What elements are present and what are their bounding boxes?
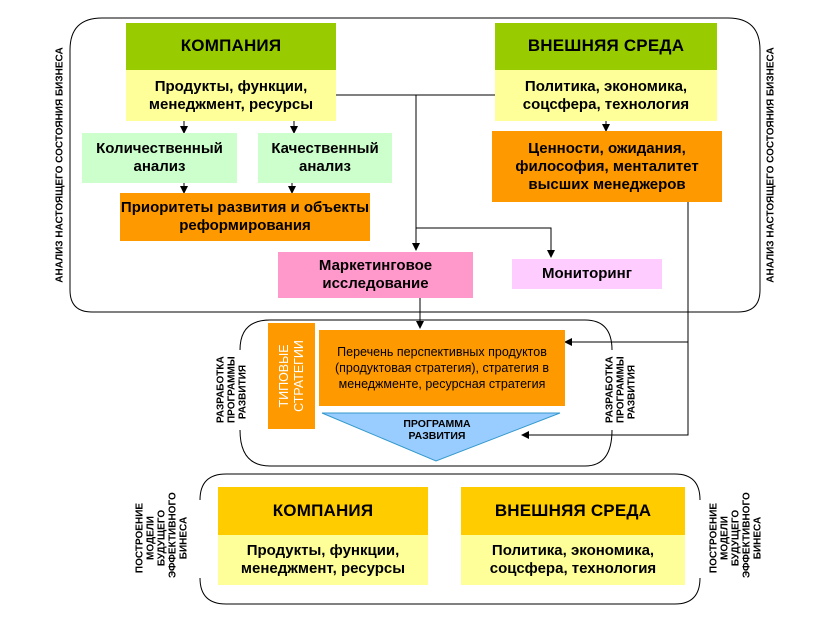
bottom-bracket <box>199 473 701 605</box>
manager-values: Ценности, ожидания, философия, менталите… <box>492 131 722 202</box>
top-bracket <box>69 17 761 313</box>
env-header: ВНЕШНЯЯ СРЕДА <box>495 23 717 70</box>
quantitative-analysis: Количественный анализ <box>82 133 237 183</box>
side-label-program-left: РАЗРАБОТКА ПРОГРАММЫ РАЗВИТИЯ <box>215 356 249 423</box>
future-company-header: КОМПАНИЯ <box>218 487 428 535</box>
future-env-body: Политика, экономика, соцсфера, технологи… <box>461 535 685 585</box>
qualitative-analysis: Качественный анализ <box>258 133 392 183</box>
side-label-program-right: РАЗРАБОТКА ПРОГРАММЫ РАЗВИТИЯ <box>604 356 638 423</box>
marketing-research: Маркетинговое исследование <box>278 252 473 298</box>
program-label: ПРОГРАММА РАЗВИТИЯ <box>403 418 471 443</box>
future-company-body: Продукты, функции, менеджмент, ресурсы <box>218 535 428 585</box>
monitoring: Мониторинг <box>512 259 662 289</box>
side-label-model-left: ПОСТРОЕНИЕ МОДЕЛИ БУДУЩЕГО ЭФФЕКТИВНОГО … <box>134 492 190 578</box>
company-header: КОМПАНИЯ <box>126 23 336 70</box>
development-priorities: Приоритеты развития и объекты реформиров… <box>120 193 370 241</box>
company-body: Продукты, функции, менеджмент, ресурсы <box>126 70 336 121</box>
future-env-header: ВНЕШНЯЯ СРЕДА <box>461 487 685 535</box>
env-body: Политика, экономика, соцсфера, технологи… <box>495 70 717 121</box>
side-label-analysis-right: АНАЛИЗ НАСТОЯЩЕГО СОСТОЯНИЯ БИЗНЕСА <box>765 47 777 283</box>
typical-strategies: ТИПОВЫЕ СТРАТЕГИИ <box>268 323 315 429</box>
program-triangle <box>321 412 561 462</box>
side-label-analysis-left: АНАЛИЗ НАСТОЯЩЕГО СОСТОЯНИЯ БИЗНЕСА <box>54 47 66 283</box>
side-label-model-right: ПОСТРОЕНИЕ МОДЕЛИ БУДУЩЕГО ЭФФЕКТИВНОГО … <box>708 492 764 578</box>
strategy-list: Перечень перспективных продуктов (продук… <box>319 330 565 406</box>
middle-bracket <box>239 319 613 467</box>
